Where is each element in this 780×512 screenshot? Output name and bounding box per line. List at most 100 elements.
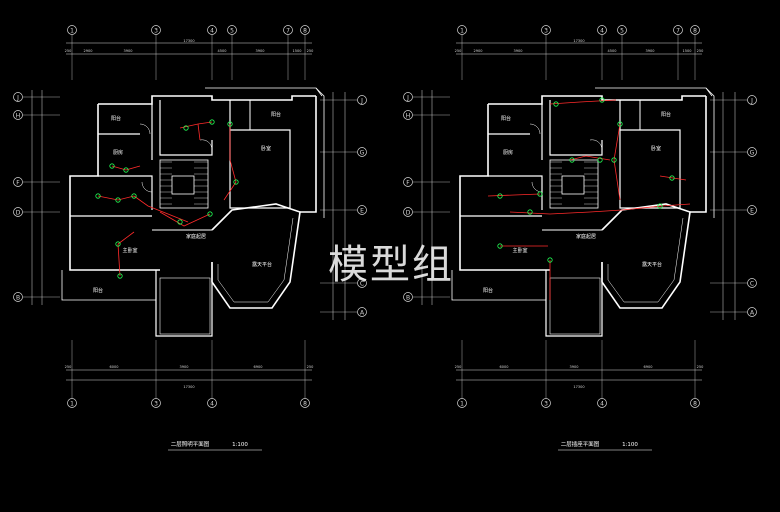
wire-run (509, 203, 691, 215)
door-swing (199, 139, 213, 151)
axis-bubble-left-label: J (406, 94, 409, 101)
staircase-well (171, 175, 195, 195)
wall-outer (69, 104, 160, 271)
dimension-text-edge: 250 (455, 365, 462, 369)
fixture-symbol (115, 241, 121, 247)
axis-bubble-right-label: J (360, 97, 363, 104)
axis-bubble-top (457, 25, 467, 35)
fixture-symbol (233, 179, 239, 185)
axis-bubble-right-label: C (360, 280, 364, 287)
wall-outer (300, 96, 317, 213)
fixture-symbol (657, 203, 663, 209)
fixture-symbol (131, 193, 137, 199)
axis-bubble-right (357, 95, 367, 105)
dimension-text-edge: 250 (65, 49, 72, 53)
axis-bubble-left-label: H (16, 112, 21, 119)
staircase-well (561, 175, 585, 195)
door-swing (141, 181, 153, 193)
room-label-balcony: 阳台 (661, 111, 671, 118)
dimension-text-edge: 250 (455, 49, 462, 53)
wall-bay-inner (607, 217, 684, 303)
axis-bubble-bottom (541, 398, 551, 408)
fixture-symbol (209, 119, 215, 125)
axis-bubble-left (13, 92, 23, 102)
room-label-terrace: 露天平台 (642, 261, 662, 268)
roof-edge (315, 87, 325, 218)
wall-bay-inner (217, 217, 294, 303)
fixture-symbol (497, 193, 503, 199)
axis-bubble-bottom-label: 4 (210, 400, 214, 407)
axis-bubble-top-label: 7 (676, 27, 680, 34)
fixture-symbol (611, 157, 617, 163)
room-label-master-bedroom: 主卧室 (512, 247, 527, 254)
axis-bubble-top (67, 25, 77, 35)
fixture-symbol (599, 97, 605, 103)
axis-bubble-bottom-label: 1 (460, 400, 464, 407)
axis-bubble-left-label: H (406, 112, 411, 119)
terrace-below (549, 277, 601, 335)
wire-run (117, 231, 135, 245)
dimension-text-edge: 250 (307, 49, 314, 53)
fixture-symbol (597, 157, 603, 163)
axis-bubble-bottom (300, 398, 310, 408)
room-label-bedroom: 卧室 (261, 145, 271, 152)
room-label-bedroom: 卧室 (651, 145, 661, 152)
room-label-kitchen: 厨房 (503, 149, 513, 156)
axis-bubble-left-label: B (16, 294, 20, 301)
dimension-text-total: 17300 (183, 39, 194, 43)
room-label-master-bedroom: 主卧室 (122, 247, 137, 254)
fixture-symbol (537, 191, 543, 197)
room-label-balcony: 阳台 (93, 287, 103, 294)
door-swing (589, 139, 603, 151)
axis-bubble-right-label: A (360, 309, 365, 316)
dimension-text: 3900 (124, 49, 133, 53)
room-label-family-hall: 家庭起居 (186, 233, 206, 240)
axis-bubble-right (747, 147, 757, 157)
fixture-symbol (547, 257, 553, 263)
axis-bubble-top (617, 25, 627, 35)
dimension-text: 6900 (254, 365, 263, 369)
room-label-terrace: 露天平台 (252, 261, 272, 268)
fixture-symbol (207, 211, 213, 217)
dimension-text-edge: 250 (697, 365, 704, 369)
axis-bubble-left-label: F (16, 179, 20, 186)
axis-bubble-right-label: G (360, 149, 365, 156)
fixture-symbol (227, 121, 233, 127)
axis-bubble-right-label: C (750, 280, 754, 287)
axis-bubble-left-label: D (406, 209, 411, 216)
dimension-text-total: 17300 (573, 39, 584, 43)
axis-bubble-top (207, 25, 217, 35)
fixture-symbol (117, 273, 123, 279)
room-label-balcony: 阳台 (111, 115, 121, 122)
wall-interior (488, 175, 543, 210)
axis-bubble-bottom-label: 3 (154, 400, 158, 407)
axis-bubble-top-label: 7 (286, 27, 290, 34)
wire-run (97, 195, 135, 201)
dimension-text: 3900 (514, 49, 523, 53)
fixture-symbol (115, 197, 121, 203)
axis-bubble-top (690, 25, 700, 35)
dimension-text-total: 17300 (183, 385, 194, 389)
fixture-symbol (617, 121, 623, 127)
axis-bubble-left (403, 110, 413, 120)
wall-outer (155, 262, 213, 337)
dimension-text: 3900 (570, 365, 579, 369)
wire-run (487, 193, 541, 197)
plan-title: 二层照明平面图 (171, 440, 210, 448)
plan-title: 二层插座平面图 (561, 440, 600, 448)
plan-scale: 1:100 (622, 442, 638, 448)
axis-bubble-bottom (690, 398, 700, 408)
axis-bubble-left (13, 207, 23, 217)
axis-bubble-bottom-label: 1 (70, 400, 74, 407)
axis-bubble-bottom (597, 398, 607, 408)
roof-edge (705, 87, 715, 218)
axis-bubble-right-label: A (750, 309, 755, 316)
axis-bubble-top (300, 25, 310, 35)
axis-bubble-top-label: 5 (620, 27, 624, 34)
wire-run (111, 165, 141, 171)
axis-bubble-left (13, 177, 23, 187)
fixture-symbol (569, 157, 575, 163)
door-swing (139, 123, 151, 135)
